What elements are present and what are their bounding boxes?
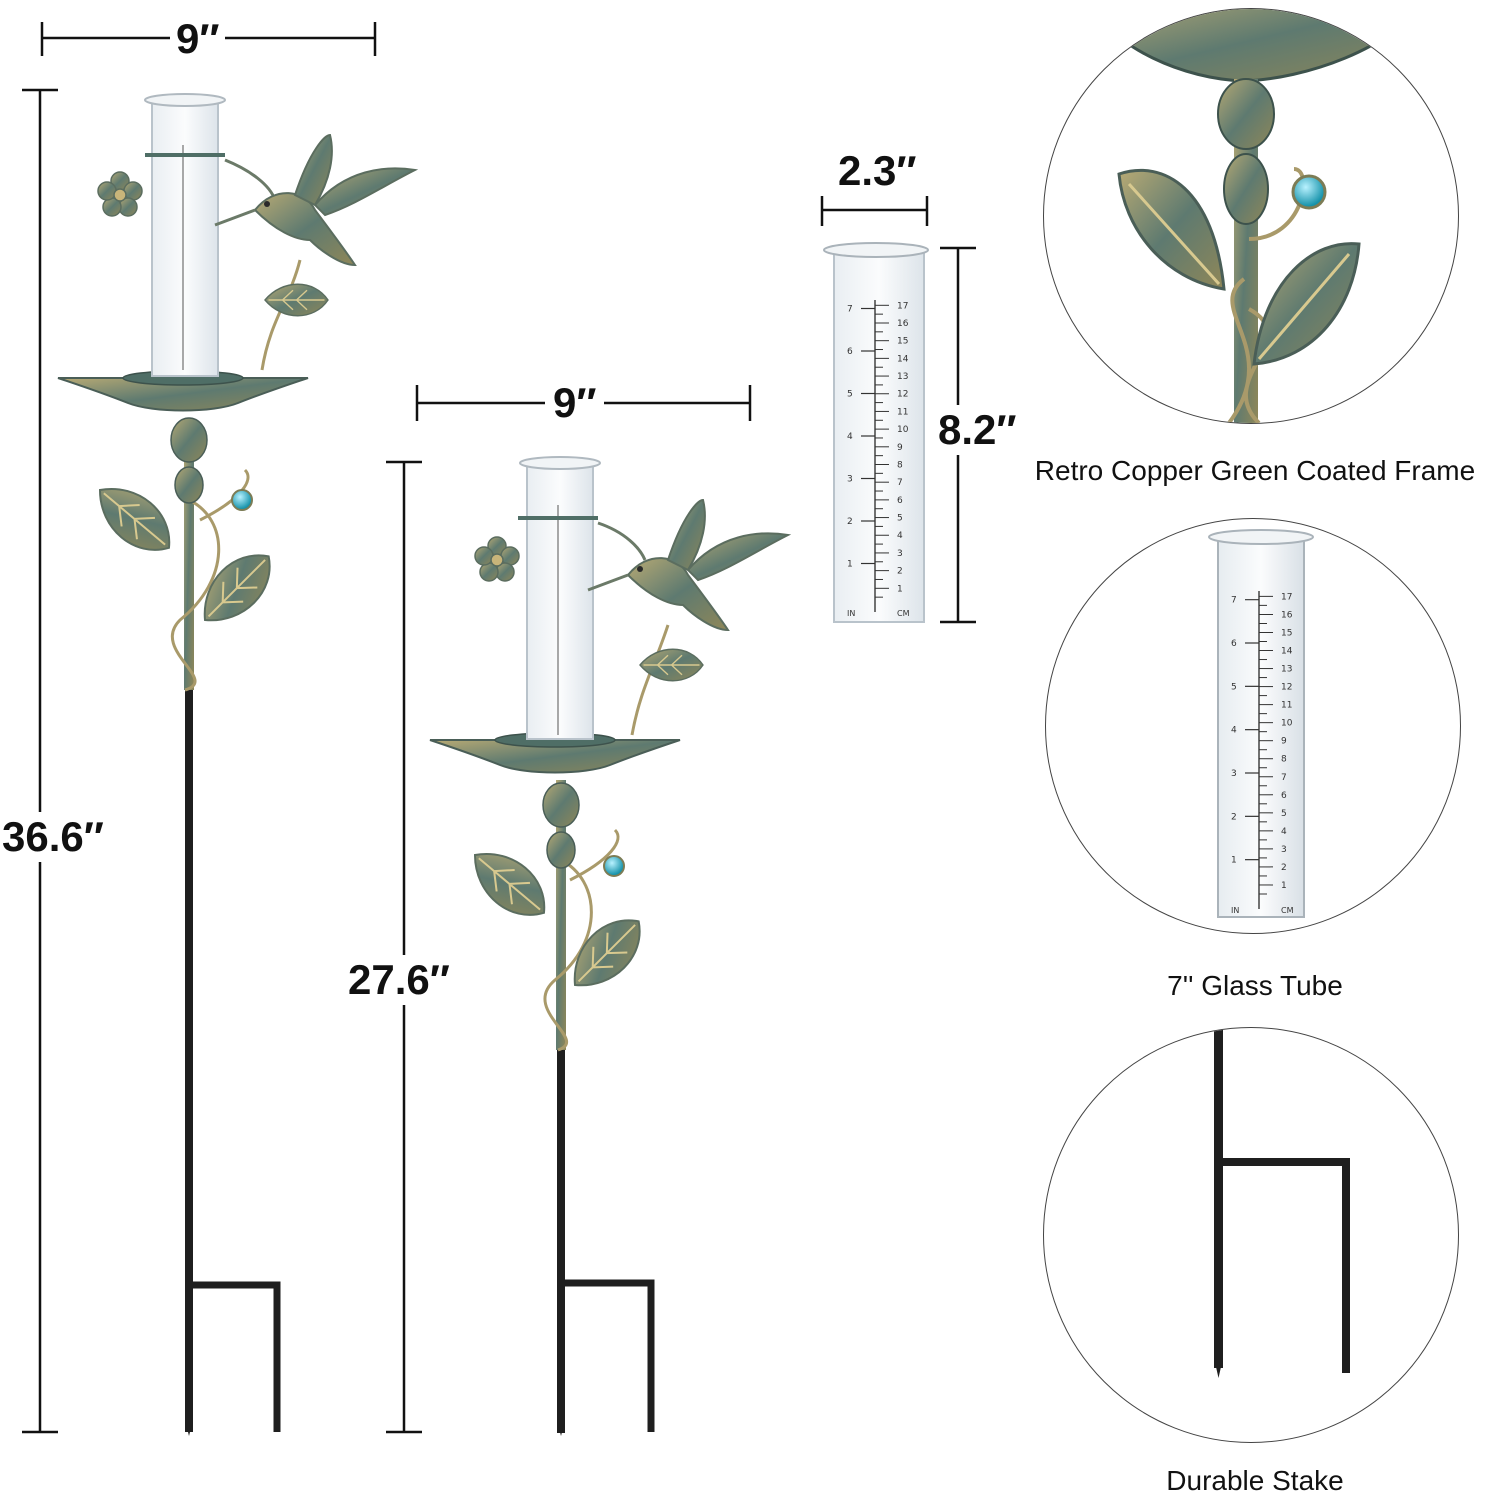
cm-unit-label: CM <box>897 609 910 618</box>
inch-unit-label: IN <box>847 609 855 618</box>
cm-tick-label: 8 <box>897 460 903 470</box>
inch-unit-label: IN <box>1231 906 1239 915</box>
cm-tick-label: 15 <box>1281 628 1292 638</box>
tube-width-label: 2.3″ <box>838 147 917 194</box>
cm-tick-label: 2 <box>1281 863 1287 873</box>
cm-tick-label: 7 <box>897 478 903 488</box>
cm-tick-label: 10 <box>1281 719 1293 729</box>
small-height-label: 27.6″ <box>346 955 452 1005</box>
cm-tick-label: 15 <box>897 337 908 347</box>
inch-tick-label: 4 <box>1231 726 1237 736</box>
inch-tick-label: 6 <box>847 347 853 357</box>
stake-icon <box>1214 1028 1350 1378</box>
inch-tick-label: 4 <box>847 432 853 442</box>
stake-circle <box>1043 1027 1459 1443</box>
inch-tick-label: 2 <box>847 517 853 527</box>
inch-tick-label: 1 <box>847 560 853 570</box>
cm-tick-label: 12 <box>1281 683 1292 693</box>
cm-tick-label: 2 <box>897 567 903 577</box>
large-gauge <box>57 93 417 1436</box>
cm-tick-label: 13 <box>1281 665 1292 675</box>
cm-tick-label: 14 <box>897 354 909 364</box>
feature-caption-frame: Retro Copper Green Coated Frame <box>1034 455 1476 486</box>
small-gauge <box>429 456 790 1436</box>
cm-tick-label: 17 <box>1281 592 1292 602</box>
inch-tick-label: 7 <box>1231 596 1237 606</box>
inch-tick-label: 3 <box>1231 769 1237 779</box>
cm-tick-label: 1 <box>897 584 903 594</box>
cm-tick-label: 1 <box>1281 881 1287 891</box>
cm-tick-label: 6 <box>1281 791 1287 801</box>
tube-height-label: 8.2″ <box>936 405 1019 455</box>
cm-tick-label: 4 <box>897 531 903 541</box>
inch-tick-label: 5 <box>1231 682 1237 692</box>
cm-tick-label: 11 <box>897 407 908 417</box>
inch-tick-label: 5 <box>847 390 853 400</box>
cm-tick-label: 11 <box>1281 701 1292 711</box>
inch-tick-label: 1 <box>1231 856 1237 866</box>
cm-tick-label: 4 <box>1281 827 1287 837</box>
inch-tick-label: 2 <box>1231 812 1237 822</box>
inch-tick-label: 3 <box>847 475 853 485</box>
cm-tick-label: 6 <box>897 496 903 506</box>
inch-tick-label: 7 <box>847 305 853 315</box>
cm-tick-label: 14 <box>1281 647 1293 657</box>
cm-tick-label: 16 <box>1281 610 1293 620</box>
cm-unit-label: CM <box>1281 906 1294 915</box>
cm-tick-label: 13 <box>897 372 908 382</box>
cm-tick-label: 9 <box>897 443 903 453</box>
small-width-label: 9″ <box>545 382 605 424</box>
large-width-label: 9″ <box>170 18 226 60</box>
inch-tick-label: 6 <box>1231 639 1237 649</box>
cm-tick-label: 5 <box>897 514 903 524</box>
feature-caption-stake: Durable Stake <box>1166 1465 1344 1496</box>
cm-tick-label: 3 <box>897 549 903 559</box>
frame-detail-icon <box>1088 9 1419 423</box>
cm-tick-label: 5 <box>1281 809 1287 819</box>
cm-tick-label: 3 <box>1281 845 1287 855</box>
feature-caption-tube: 7'' Glass Tube <box>1167 970 1343 1001</box>
frame-detail-circle <box>1043 8 1459 424</box>
cm-tick-label: 8 <box>1281 755 1287 765</box>
cm-tick-label: 7 <box>1281 773 1287 783</box>
cm-tick-label: 17 <box>897 301 908 311</box>
cm-tick-label: 16 <box>897 319 909 329</box>
cm-tick-label: 12 <box>897 390 908 400</box>
cm-tick-label: 9 <box>1281 737 1287 747</box>
large-height-label: 36.6″ <box>0 812 106 862</box>
cm-tick-label: 10 <box>897 425 909 435</box>
